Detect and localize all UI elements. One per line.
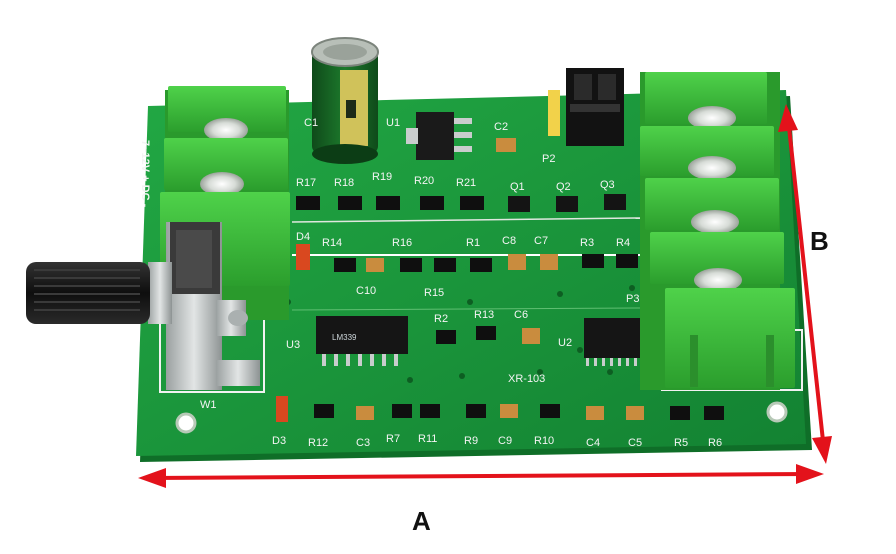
label-p3: P3	[626, 293, 639, 305]
screw-icon	[688, 106, 736, 130]
label-u1: U1	[386, 117, 400, 129]
label-q2: Q2	[556, 181, 571, 193]
label-c8: C8	[502, 235, 516, 247]
label-u3: U3	[286, 339, 300, 351]
component-row-bottom	[276, 396, 724, 422]
label-r18: R18	[334, 177, 354, 189]
label-c5: C5	[628, 437, 642, 449]
label-q1: Q1	[510, 181, 525, 193]
label-r12: R12	[308, 437, 328, 449]
mount-hole	[175, 412, 197, 434]
controller-chip	[584, 318, 640, 366]
label-w1: W1	[200, 399, 217, 411]
label-r21: R21	[456, 177, 476, 189]
screw-icon	[204, 118, 248, 142]
label-c7: C7	[534, 235, 548, 247]
label-r3: R3	[580, 237, 594, 249]
terminal-2	[640, 126, 774, 180]
label-model: XR-103	[508, 373, 545, 385]
terminal-5	[665, 288, 795, 388]
transistor-row	[508, 194, 626, 212]
terminal-middle	[164, 138, 288, 196]
component-row-2	[296, 244, 638, 272]
dimension-label-a: A	[412, 506, 431, 536]
jumper-header	[548, 68, 624, 146]
screw-icon	[694, 268, 742, 292]
label-d4: D4	[296, 231, 310, 243]
label-r11: R11	[418, 433, 437, 445]
screw-icon	[688, 156, 736, 180]
label-r17: R17	[296, 177, 316, 189]
regulator-chip	[406, 112, 472, 160]
label-r5: R5	[674, 437, 688, 449]
label-r4: R4	[616, 237, 630, 249]
resistor-row-1	[296, 196, 484, 210]
label-q3: Q3	[600, 179, 615, 191]
terminal-top	[168, 86, 286, 142]
label-r2: R2	[434, 313, 448, 325]
terminal-3	[645, 178, 779, 234]
label-r19: R19	[372, 171, 392, 183]
label-c6: C6	[514, 309, 528, 321]
label-power: 7~12V + DC -	[139, 140, 151, 208]
label-c10: C10	[356, 285, 376, 297]
component-cluster	[436, 326, 540, 344]
label-d3: D3	[272, 435, 286, 447]
label-r7: R7	[386, 433, 400, 445]
mount-hole	[766, 401, 788, 423]
screw-icon	[200, 172, 244, 196]
label-u2: U2	[558, 337, 572, 349]
label-r20: R20	[414, 175, 434, 187]
label-c4: C4	[586, 437, 600, 449]
electrolytic-capacitor	[311, 37, 379, 164]
terminal-1	[645, 72, 767, 130]
label-r10: R10	[534, 435, 554, 447]
dimension-label-b: B	[810, 226, 829, 256]
screw-icon	[691, 210, 739, 234]
label-r9: R9	[464, 435, 478, 447]
dimension-arrow-b	[778, 104, 832, 464]
silkscreen-labels: C1 U1 C2 P2 R17 R18 R19 R20 R21 Q1 Q2 Q3…	[139, 117, 722, 449]
label-r15: R15	[424, 287, 444, 299]
lm339-chip	[316, 316, 408, 366]
capacitor-c2	[496, 138, 516, 152]
label-r16: R16	[392, 237, 412, 249]
label-r1: R1	[466, 237, 480, 249]
label-r14: R14	[322, 237, 342, 249]
terminal-4	[650, 232, 784, 292]
label-c1: C1	[304, 117, 318, 129]
label-c9: C9	[498, 435, 512, 447]
dimension-arrow-a	[138, 464, 824, 488]
label-r6: R6	[708, 437, 722, 449]
label-p2: P2	[542, 153, 555, 165]
label-c2: C2	[494, 121, 508, 133]
potentiometer-knob	[26, 222, 260, 390]
chip-text-lm339: LM339	[332, 333, 357, 342]
label-r13: R13	[474, 309, 494, 321]
right-terminal-block	[640, 72, 795, 390]
label-c3: C3	[356, 437, 370, 449]
